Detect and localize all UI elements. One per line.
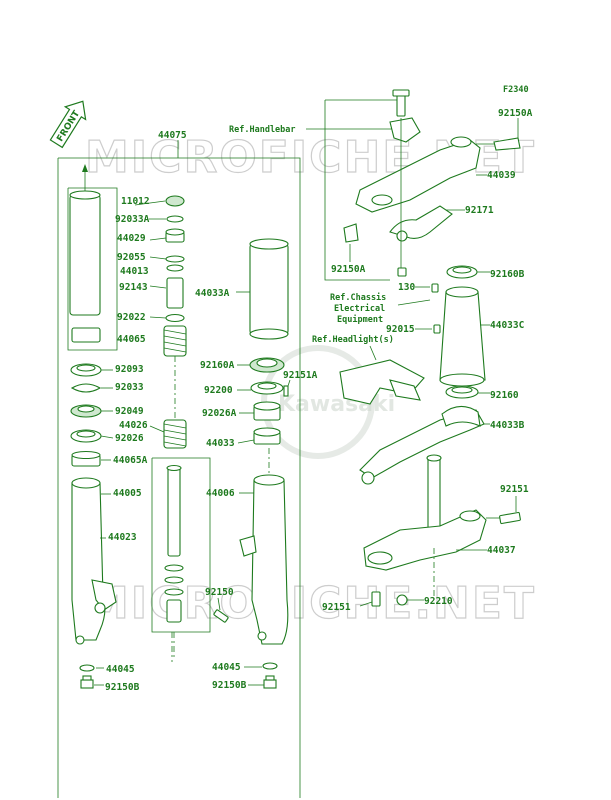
- seal-stack: [70, 363, 114, 467]
- svg-text:92171: 92171: [465, 205, 494, 216]
- svg-text:44039: 44039: [487, 170, 516, 181]
- guide-44033B: [359, 405, 490, 485]
- svg-text:92093: 92093: [115, 364, 144, 375]
- svg-text:92026A: 92026A: [202, 408, 237, 419]
- watermark-bottom: MICROFICHE.NET: [85, 578, 536, 629]
- svg-text:44005: 44005: [113, 488, 142, 499]
- bolt-130: [431, 283, 439, 293]
- svg-text:92150A: 92150A: [331, 264, 366, 275]
- upper-cover-44033C: [439, 265, 490, 399]
- svg-text:44029: 44029: [117, 233, 146, 244]
- ref-chassis: Ref.Chassis Electrical Equipment: [330, 292, 386, 325]
- svg-text:92150B: 92150B: [212, 680, 247, 691]
- right-fork-parts: [236, 238, 291, 689]
- washer-44045-left: [79, 664, 95, 672]
- svg-text:92210: 92210: [424, 596, 453, 607]
- svg-text:92150: 92150: [205, 587, 234, 598]
- headlight-bracket: [339, 359, 425, 405]
- bolt-92150: [213, 597, 229, 623]
- svg-text:92055: 92055: [117, 252, 146, 263]
- svg-text:Electrical: Electrical: [334, 303, 385, 314]
- bolt-92151-bottom: [359, 591, 381, 607]
- cap-stack: [134, 195, 187, 449]
- diagram-code: F2340: [503, 85, 529, 95]
- bolt-92015: [433, 324, 441, 334]
- stem-44037: [363, 454, 521, 571]
- ref-handlebar: Ref.Handlebar: [229, 125, 296, 135]
- svg-text:44033C: 44033C: [490, 320, 525, 331]
- svg-text:44033: 44033: [206, 438, 235, 449]
- svg-text:92033: 92033: [115, 382, 144, 393]
- svg-text:44065A: 44065A: [113, 455, 148, 466]
- inner-tube-44013: [69, 164, 101, 316]
- svg-text:92160B: 92160B: [490, 269, 525, 280]
- label-44075: 44075: [158, 130, 187, 141]
- svg-text:44065: 44065: [117, 334, 146, 345]
- svg-text:92200: 92200: [204, 385, 233, 396]
- nut-92210: [396, 594, 424, 606]
- svg-text:Equipment: Equipment: [337, 314, 383, 325]
- svg-text:92160A: 92160A: [200, 360, 235, 371]
- svg-text:130: 130: [398, 282, 415, 293]
- bolt-92150B-left: [80, 675, 94, 689]
- svg-text:92015: 92015: [386, 324, 415, 335]
- bushing-44065: [71, 327, 101, 343]
- svg-text:92033A: 92033A: [115, 214, 150, 225]
- svg-text:92151: 92151: [500, 484, 529, 495]
- steering-labels: 92150A 44039 92171 92150A 92160B 130 920…: [322, 108, 533, 613]
- right-fork-labels: 44033A 92160A 92200 92151A 92026A 44033 …: [195, 288, 318, 691]
- svg-text:44037: 44037: [487, 545, 516, 556]
- brand-mark: Kawasaki: [278, 392, 395, 417]
- upper-bracket-44039: [343, 89, 521, 277]
- svg-text:92049: 92049: [115, 406, 144, 417]
- svg-text:92151A: 92151A: [283, 370, 318, 381]
- svg-text:92160: 92160: [490, 390, 519, 401]
- svg-text:44026: 44026: [119, 420, 148, 431]
- svg-text:92150A: 92150A: [498, 108, 533, 119]
- left-stack-labels: 11012 92033A 44029 92055 44013 92143 920…: [105, 196, 234, 693]
- svg-text:44033A: 44033A: [195, 288, 230, 299]
- svg-text:44045: 44045: [212, 662, 241, 673]
- svg-text:92151: 92151: [322, 602, 351, 613]
- outer-tube-44005: [71, 477, 117, 645]
- svg-text:44023: 44023: [108, 532, 137, 543]
- svg-text:44013: 44013: [120, 266, 149, 277]
- ref-headlight: Ref.Headlight(s): [312, 334, 394, 345]
- svg-text:44006: 44006: [206, 488, 235, 499]
- svg-text:44045: 44045: [106, 664, 135, 675]
- svg-text:11012: 11012: [121, 196, 150, 207]
- svg-text:92022: 92022: [117, 312, 146, 323]
- svg-text:92143: 92143: [119, 282, 148, 293]
- svg-text:44033B: 44033B: [490, 420, 525, 431]
- svg-text:92150B: 92150B: [105, 682, 140, 693]
- damper-rod-44023: [164, 464, 184, 660]
- svg-text:Ref.Chassis: Ref.Chassis: [330, 292, 386, 303]
- svg-text:92026: 92026: [115, 433, 144, 444]
